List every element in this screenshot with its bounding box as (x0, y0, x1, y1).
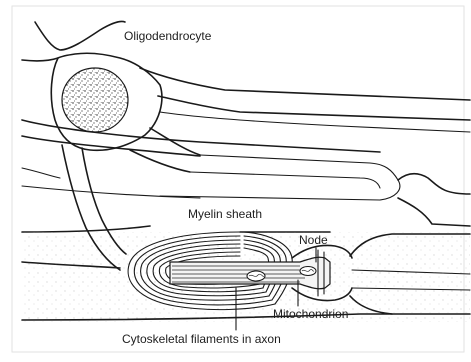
label-oligodendrocyte: Oligodendrocyte (124, 29, 212, 43)
label-myelin-sheath: Myelin sheath (188, 207, 262, 221)
label-mitochondrion: Mitochondrion (273, 307, 348, 321)
nucleus (62, 68, 128, 132)
label-node: Node (299, 233, 328, 247)
label-cytoskeletal-filaments: Cytoskeletal filaments in axon (122, 332, 281, 346)
